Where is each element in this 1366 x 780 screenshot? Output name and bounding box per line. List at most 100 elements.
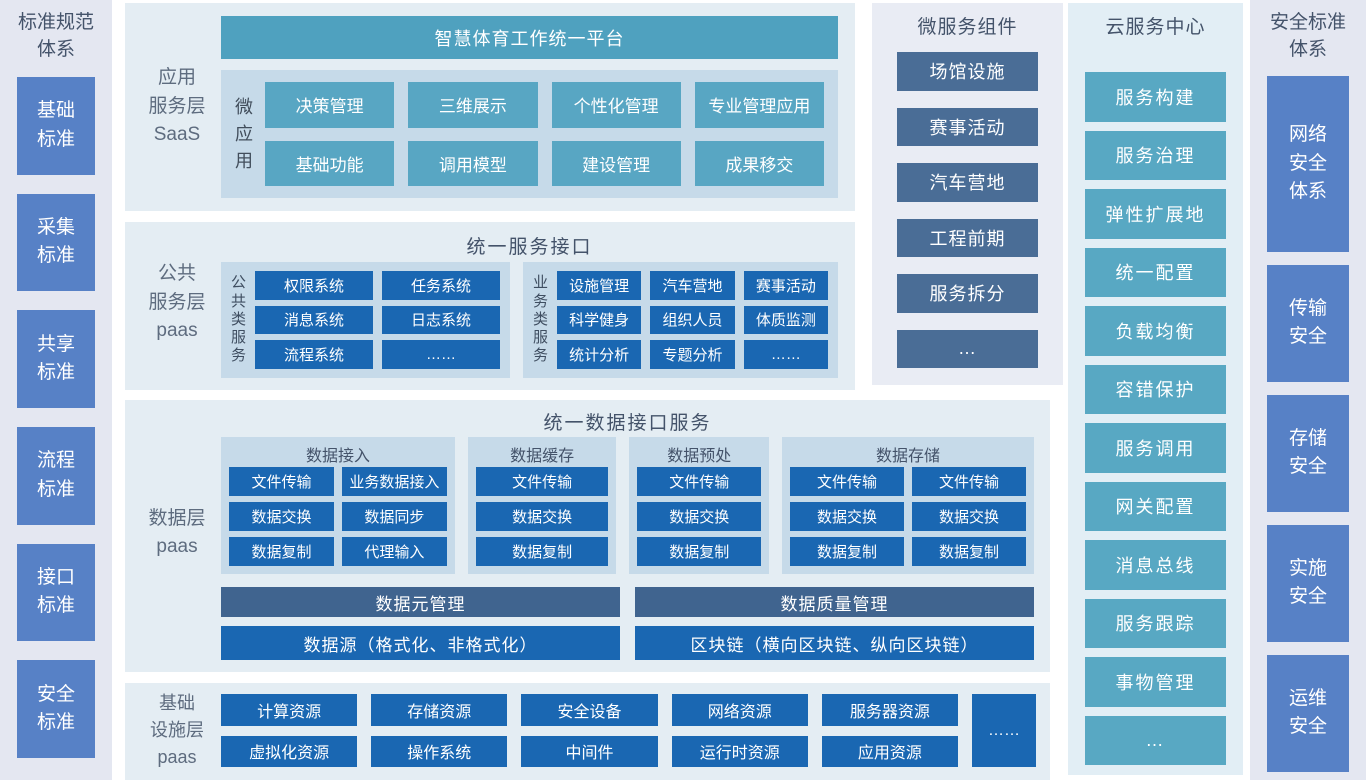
cloud-service-more-node: … [1085, 715, 1226, 765]
infrastructure-layer-label: 基础 设施层 paas [150, 693, 204, 767]
business-services-group: 业 务 类 服 务 设施管理 汽车营地 赛事活动 科学健身 组织人员 体质监测 … [523, 262, 838, 378]
microservice-node: 汽车营地 [897, 163, 1038, 202]
public-services-vertical-label: 公 共 类 服 务 [231, 274, 247, 365]
data-node: 数据交换 [789, 501, 904, 531]
app-service-layer-label: 应用 服务层 SaaS [148, 67, 206, 146]
app-node: 专业管理应用 [694, 82, 824, 128]
micro-app-panel: 微 应 用 决策管理 三维展示 个性化管理 专业管理应用 基础功能 调用模型 建… [221, 70, 838, 198]
storage-security-box: 存储 安全 [1267, 394, 1349, 512]
data-node: 数据复制 [229, 536, 334, 566]
service-node: 汽车营地 [650, 271, 735, 300]
infra-node: 虚拟化资源 [221, 735, 358, 767]
sharing-standard-box: 共享 标准 [17, 310, 95, 408]
standards-spec-list: 基础 标准 采集 标准 共享 标准 流程 标准 接口 标准 安全 标准 [0, 64, 112, 780]
infra-node: 存储资源 [371, 694, 508, 726]
network-security-box: 网络 安全 体系 [1267, 75, 1349, 252]
data-node: 数据交换 [637, 501, 761, 531]
service-node-more: …… [743, 340, 828, 369]
microservice-components-title: 微服务组件 [917, 16, 1018, 38]
data-cache-group-title: 数据缓存 [510, 447, 575, 465]
service-node: 专题分析 [650, 340, 735, 369]
data-node: 数据交换 [911, 501, 1027, 531]
microservice-components-column: 微服务组件 场馆设施 赛事活动 汽车营地 工程前期 服务拆分 … [872, 3, 1063, 385]
data-node: 数据交换 [229, 501, 334, 531]
infra-node: 计算资源 [221, 694, 358, 726]
platform-title-bar: 智慧体育工作统一平台 [221, 16, 838, 59]
data-cache-group: 数据缓存 文件传输 数据交换 数据复制 [467, 436, 617, 574]
data-node: 文件传输 [475, 466, 609, 496]
data-quality-management-bar: 数据质量管理 [635, 587, 1034, 617]
cloud-service-center-title: 云服务中心 [1105, 16, 1206, 38]
service-node-more: …… [382, 340, 500, 369]
app-node: 个性化管理 [551, 82, 681, 128]
microservice-node: 场馆设施 [897, 52, 1038, 91]
app-node: 调用模型 [408, 140, 538, 186]
data-access-group-title: 数据接入 [305, 447, 370, 465]
data-preprocess-group-title: 数据预处 [667, 447, 732, 465]
security-standard-box: 安全 标准 [17, 660, 95, 758]
data-node: 文件传输 [229, 466, 334, 496]
data-layer-label: 数据层 paas [148, 507, 206, 558]
cloud-service-node: 网关配置 [1085, 481, 1226, 531]
public-service-layer-label: 公共 服务层 paas [148, 263, 206, 342]
data-node: 业务数据接入 [341, 466, 447, 496]
app-node: 决策管理 [265, 82, 395, 128]
public-services-group: 公 共 类 服 务 权限系统 任务系统 消息系统 日志系统 流程系统 …… [221, 262, 510, 378]
service-node: 组织人员 [650, 305, 735, 335]
micro-app-grid: 决策管理 三维展示 个性化管理 专业管理应用 基础功能 调用模型 建设管理 成果… [265, 82, 824, 186]
infra-node: 应用资源 [821, 735, 958, 767]
cloud-service-node: 服务构建 [1085, 72, 1226, 122]
data-source-bar: 数据源（格式化、非格式化） [221, 626, 620, 660]
data-layer: 数据层 paas 统一数据接口服务 数据接入 文件传输 业务数据接入 数据交换 … [125, 400, 1050, 672]
cloud-service-node: 负载均衡 [1085, 306, 1226, 356]
collection-standard-box: 采集 标准 [17, 193, 95, 292]
data-node: 文件传输 [637, 466, 761, 496]
service-node: 流程系统 [255, 340, 373, 369]
app-node: 成果移交 [694, 140, 824, 186]
transmission-security-box: 传输 安全 [1267, 264, 1349, 382]
app-node: 建设管理 [551, 140, 681, 186]
infra-more-node: …… [972, 694, 1036, 767]
infra-node: 服务器资源 [821, 694, 958, 726]
service-node: 权限系统 [255, 271, 373, 300]
unified-data-interface-title: 统一数据接口服务 [543, 412, 712, 434]
service-node: 任务系统 [382, 271, 500, 300]
security-standards-sidebar: 安全标准 体系 网络 安全 体系 传输 安全 存储 安全 实施 安全 运维 安全 [1250, 0, 1366, 780]
data-storage-group-title: 数据存储 [875, 447, 940, 465]
micro-app-vertical-label: 微 应 用 [235, 96, 253, 171]
data-node: 数据复制 [911, 536, 1027, 566]
infra-node: 运行时资源 [671, 735, 808, 767]
service-node: 日志系统 [382, 305, 500, 335]
data-node: 文件传输 [911, 466, 1027, 496]
microservice-node: 赛事活动 [897, 107, 1038, 146]
cloud-service-node: 服务跟踪 [1085, 598, 1226, 648]
data-preprocess-group: 数据预处 文件传输 数据交换 数据复制 [629, 436, 769, 574]
infra-node: 操作系统 [371, 735, 508, 767]
cloud-service-node: 统一配置 [1085, 247, 1226, 297]
infrastructure-layer: 基础 设施层 paas 计算资源 存储资源 安全设备 网络资源 服务器资源 虚拟… [125, 683, 1050, 780]
public-service-layer: 公共 服务层 paas 统一服务接口 公 共 类 服 务 权限系统 任务系统 消… [125, 222, 855, 390]
service-node: 赛事活动 [743, 271, 828, 300]
app-node: 基础功能 [265, 140, 395, 186]
cloud-service-node: 事物管理 [1085, 657, 1226, 707]
data-node: 数据复制 [637, 536, 761, 566]
operations-security-box: 运维 安全 [1267, 654, 1349, 773]
data-node: 代理输入 [341, 536, 447, 566]
security-standards-title: 安全标准 体系 [1269, 12, 1346, 60]
service-node: 设施管理 [557, 271, 642, 300]
app-node: 三维展示 [408, 82, 538, 128]
microservice-more-node: … [897, 329, 1038, 368]
cloud-service-center-column: 云服务中心 服务构建 服务治理 弹性扩展地 统一配置 负载均衡 容错保护 服务调… [1068, 3, 1243, 775]
cloud-service-node: 服务治理 [1085, 130, 1226, 180]
app-service-layer: 应用 服务层 SaaS 智慧体育工作统一平台 微 应 用 决策管理 三维展示 个… [125, 3, 855, 211]
process-standard-box: 流程 标准 [17, 426, 95, 525]
cloud-service-node: 弹性扩展地 [1085, 189, 1226, 239]
microservice-node: 服务拆分 [897, 274, 1038, 313]
standards-spec-title: 标准规范 体系 [17, 12, 94, 60]
business-services-vertical-label: 业 务 类 服 务 [533, 274, 549, 365]
service-node: 科学健身 [557, 305, 642, 335]
service-node: 统计分析 [557, 340, 642, 369]
service-node: 消息系统 [255, 305, 373, 335]
data-node: 数据同步 [341, 501, 447, 531]
